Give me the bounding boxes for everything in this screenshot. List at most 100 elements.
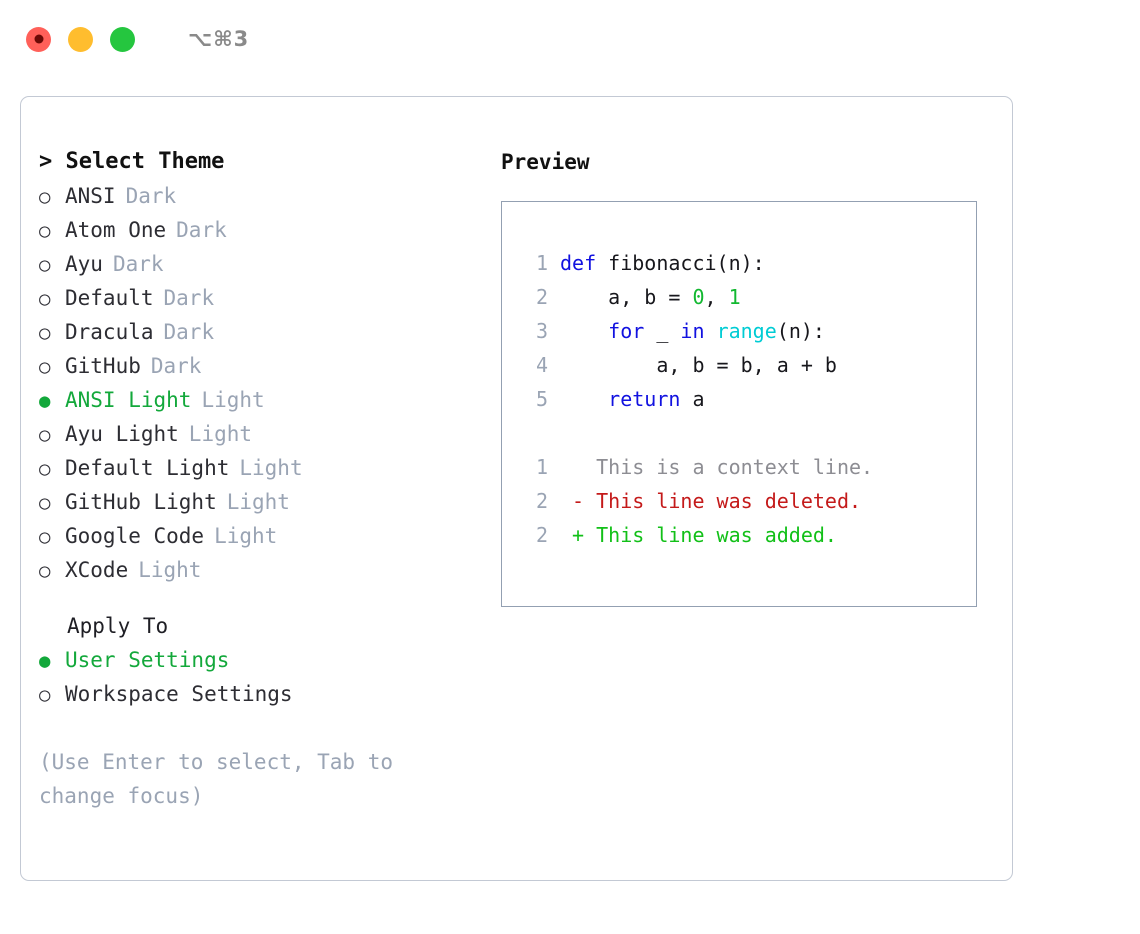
theme-variant-badge: Light — [214, 524, 278, 548]
radio-unselected-icon: ○ — [39, 356, 51, 378]
radio-selected-icon: ● — [39, 390, 51, 412]
apply-to-option-label: User Settings — [65, 648, 230, 672]
apply-to-option[interactable]: ●User Settings — [39, 643, 489, 677]
theme-option-label: Google Code — [65, 524, 205, 548]
keyboard-shortcut-label: ⌥⌘3 — [188, 27, 250, 51]
theme-option[interactable]: ○ Ayu Dark — [39, 247, 489, 281]
diff-line: 2 + This line was added. — [520, 518, 976, 552]
title-bar: ⌥⌘3 — [0, 0, 1140, 78]
radio-unselected-icon: ○ — [39, 186, 51, 208]
code-line: 5 return a — [520, 382, 976, 416]
line-number: 2 — [535, 285, 548, 309]
theme-option-label: ANSI Light — [65, 388, 192, 412]
theme-variant-badge: Dark — [176, 218, 227, 242]
line-number: 4 — [535, 353, 548, 377]
theme-option-label: GitHub Light — [65, 490, 217, 514]
radio-unselected-icon: ○ — [39, 560, 51, 582]
theme-option-label: Dracula — [65, 320, 154, 344]
theme-option-label: Ayu Light — [65, 422, 179, 446]
radio-unselected-icon: ○ — [39, 254, 51, 276]
theme-variant-badge: Dark — [163, 320, 215, 344]
code-token: for — [608, 319, 645, 343]
radio-unselected-icon: ○ — [39, 424, 51, 446]
radio-unselected-icon: ○ — [39, 492, 51, 514]
theme-option-label: Atom One — [65, 218, 167, 242]
code-token — [705, 319, 717, 343]
theme-option[interactable]: ○ Atom One Dark — [39, 213, 489, 247]
diff-line: 2 - This line was deleted. — [520, 484, 976, 518]
diff-line-text: + This line was added. — [560, 523, 837, 547]
theme-option-label: Default — [65, 286, 154, 310]
minimize-button[interactable] — [68, 26, 93, 52]
close-button[interactable] — [26, 26, 51, 52]
theme-option[interactable]: ○ Default Dark — [39, 281, 489, 315]
apply-to-option[interactable]: ○ Workspace Settings — [39, 677, 489, 711]
theme-option-label: Ayu — [65, 252, 103, 276]
code-token: 0 — [692, 285, 705, 309]
theme-option-label: Default Light — [65, 456, 230, 480]
select-theme-header: > Select Theme — [39, 149, 225, 174]
theme-option[interactable]: ○ GitHub Light Light — [39, 485, 489, 519]
theme-option[interactable]: ○ Ayu Light Light — [39, 417, 489, 451]
line-number: 5 — [535, 387, 548, 411]
diff-line-number: 2 — [535, 523, 548, 547]
line-number: 1 — [535, 251, 548, 275]
theme-variant-badge: Dark — [163, 286, 215, 310]
preview-header: Preview — [501, 150, 590, 174]
theme-variant-badge: Dark — [125, 184, 177, 208]
theme-variant-badge: Light — [239, 456, 303, 480]
theme-option[interactable]: ○ Google Code Light — [39, 519, 489, 553]
code-line-text: for _ in range(n): — [560, 314, 825, 348]
theme-variant-badge: Dark — [150, 354, 202, 378]
code-token: a, b = — [560, 285, 693, 309]
code-token: a, b = b, a + b — [560, 353, 837, 377]
apply-to-list[interactable]: ●User Settings ○ Workspace Settings — [39, 643, 489, 711]
line-number: 3 — [535, 319, 548, 343]
code-token: return — [608, 387, 681, 411]
theme-variant-badge: Dark — [112, 252, 164, 276]
radio-unselected-icon: ○ — [39, 458, 51, 480]
theme-option[interactable]: ○ XCode Light — [39, 553, 489, 587]
code-line-text: a, b = 0, 1 — [560, 280, 741, 314]
apply-to-option-label: Workspace Settings — [65, 682, 293, 706]
diff-line: 1 This is a context line. — [520, 450, 976, 484]
apply-to-label: Apply To — [67, 614, 169, 638]
code-token — [560, 319, 608, 343]
radio-unselected-icon: ○ — [39, 220, 51, 242]
theme-option-label: XCode — [65, 558, 129, 582]
maximize-button[interactable] — [110, 26, 135, 52]
theme-option[interactable]: ○ Default Light Light — [39, 451, 489, 485]
code-token: , — [704, 285, 729, 309]
code-line: 4 a, b = b, a + b — [520, 348, 976, 382]
code-token: fibonacci(n): — [608, 251, 765, 275]
code-line-text: def fibonacci(n): — [560, 246, 765, 280]
window-controls — [26, 26, 135, 52]
theme-variant-badge: Light — [138, 558, 202, 582]
code-token: (n): — [776, 319, 825, 343]
diff-line-number: 2 — [535, 489, 548, 513]
code-token: in — [680, 319, 705, 343]
theme-option-label: ANSI — [65, 184, 116, 208]
code-token — [560, 387, 608, 411]
radio-unselected-icon: ○ — [39, 684, 51, 706]
theme-variant-badge: Light — [226, 490, 290, 514]
radio-unselected-icon: ○ — [39, 288, 51, 310]
code-line-text: return a — [560, 382, 704, 416]
theme-option[interactable]: ○ ANSI Dark — [39, 179, 489, 213]
code-token: _ — [644, 319, 681, 343]
code-line: 2 a, b = 0, 1 — [520, 280, 976, 314]
code-line: 3 for _ in range(n): — [520, 314, 976, 348]
radio-unselected-icon: ○ — [39, 526, 51, 548]
theme-variant-badge: Light — [188, 422, 253, 446]
code-token: 1 — [728, 285, 741, 309]
code-line-text: a, b = b, a + b — [560, 348, 837, 382]
